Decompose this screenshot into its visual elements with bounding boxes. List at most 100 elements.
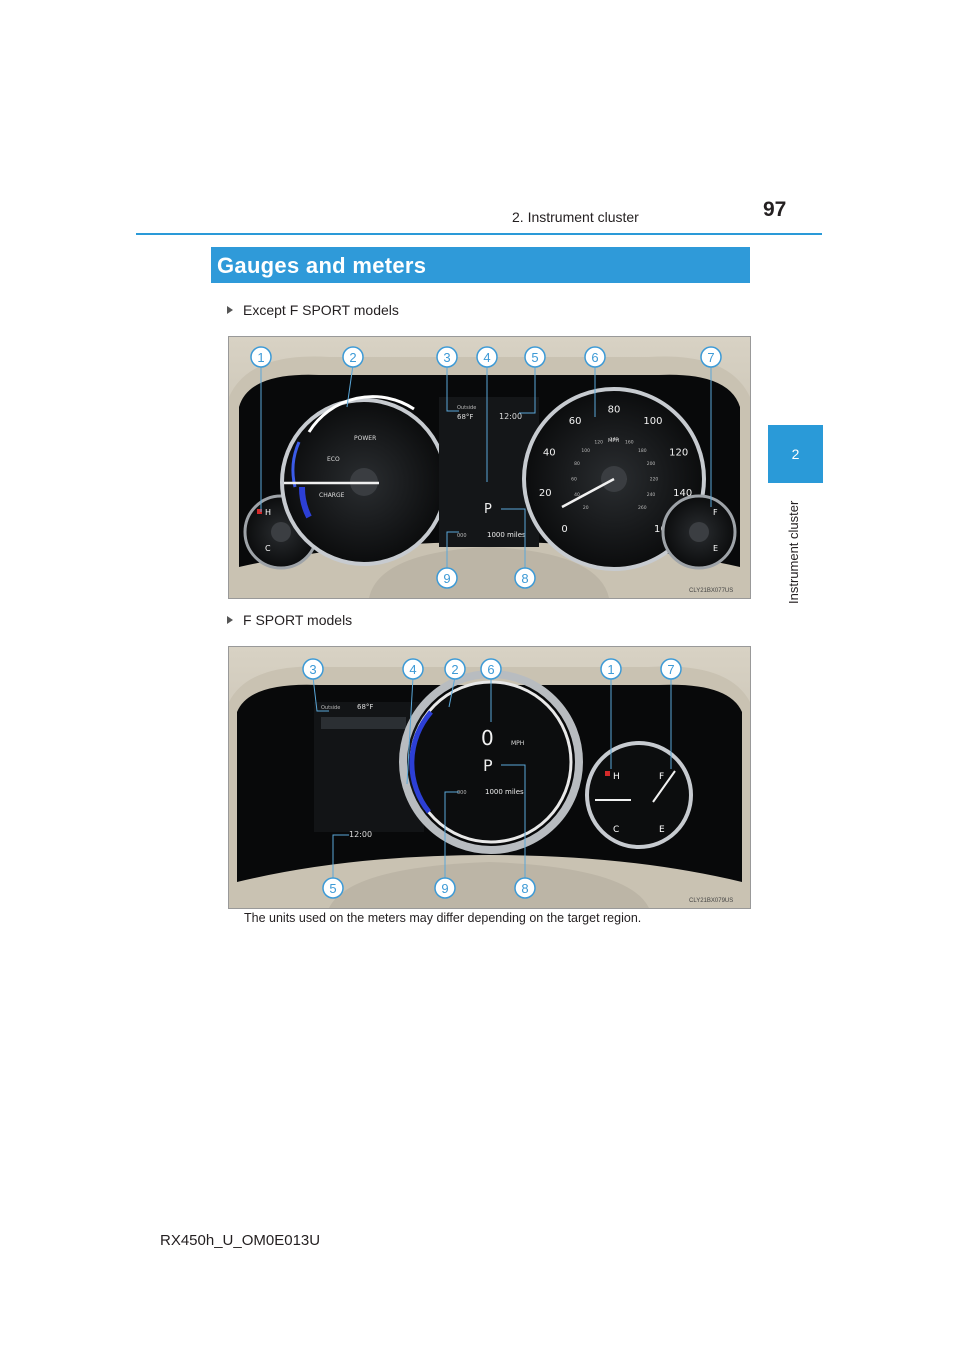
temp-fuel-gauge: H C F E [585,741,693,849]
chapter-tab-label: Instrument cluster [786,500,801,604]
eco-arc [409,710,433,814]
charge-label: CHARGE [319,492,345,499]
figure-1-image-code: CLY21BX077US [689,588,733,594]
trip-value: 000 [457,790,467,796]
fuel-f-label: F [713,508,718,517]
figure-2-image-code: CLY21BX079US [689,898,733,904]
speed-needle [561,477,615,509]
header-rule [136,233,822,235]
kmh-tick-label: 260 [638,505,647,511]
figure-2-callouts: 3 4 2 6 1 7 5 9 8 [302,658,682,899]
figure-1-caption: Except F SPORT models [227,302,399,318]
kmh-tick-label: 80 [574,461,580,467]
kmh-tick-label: 140 [610,437,619,443]
power-label: POWER [354,435,376,442]
svg-text:9: 9 [443,571,450,586]
eco-label: ECO [327,456,340,463]
mph-tick-label: 60 [569,416,582,427]
clock: 12:00 [349,830,372,839]
trip-value: 000 [457,533,467,539]
callout-1: 1 [250,346,272,368]
svg-text:1: 1 [607,662,614,677]
callout-6: 6 [480,658,502,680]
shift-position: P [483,756,493,775]
fuel-e-label: E [713,544,718,553]
callout-7: 7 [700,346,722,368]
svg-text:5: 5 [329,881,336,896]
fuel-f-label: F [659,772,664,782]
odometer: 1000 miles [485,788,524,796]
fuel-gauge: F E [661,494,737,570]
shift-position: P [484,502,492,517]
kmh-tick-label: 100 [581,448,590,454]
temp-h-label: H [265,508,271,517]
units-note: The units used on the meters may differ … [244,911,642,925]
power-meter: POWER ECO CHARGE [280,395,448,566]
mph-tick-label: 140 [673,488,692,499]
mph-tick-label: 40 [543,448,556,459]
kmh-tick-label: 180 [638,448,647,454]
figure-2-caption-text: F SPORT models [243,612,353,628]
svg-text:8: 8 [521,571,528,586]
figure-2-caption: F SPORT models [227,612,352,628]
page-number: 97 [763,198,787,221]
callout-1: 1 [600,658,622,680]
svg-text:9: 9 [441,881,448,896]
kmh-tick-label: 200 [647,461,656,467]
temp-c-label: C [613,825,619,835]
figure-2-cluster-image: Outside 68°F 12:00 0 MPH P 000 1000 mile… [228,646,751,909]
svg-text:2: 2 [349,350,356,365]
power-arc [307,395,415,433]
bullet-triangle-icon [227,616,233,624]
figure-1-leader-lines [260,364,712,570]
chapter-tab-number: 2 [791,446,800,462]
svg-text:4: 4 [409,662,416,677]
charge-arc [298,486,312,519]
mph-tick-label: 100 [643,416,662,427]
callout-8: 8 [514,877,536,899]
speed-value: 0 [481,726,494,750]
callout-2: 2 [342,346,364,368]
temp-h-label: H [613,772,620,782]
callout-5: 5 [322,877,344,899]
callout-4: 4 [402,658,424,680]
svg-text:4: 4 [483,350,490,365]
outside-temp: 68°F [357,703,373,711]
svg-text:1: 1 [257,350,264,365]
svg-text:5: 5 [531,350,538,365]
svg-text:6: 6 [487,662,494,677]
outside-label: Outside [457,405,476,411]
figure-2-leader-lines [312,676,672,879]
callout-3: 3 [302,658,324,680]
kmh-tick-label: 120 [594,440,603,446]
figure-1-caption-text: Except F SPORT models [243,302,399,318]
mph-tick-label: 120 [669,448,688,459]
chapter-tab: 2 [768,425,823,483]
clock: 12:00 [499,412,522,421]
callout-9: 9 [434,877,456,899]
callout-4: 4 [476,346,498,368]
callout-9: 9 [436,567,458,589]
fuel-e-label: E [659,825,665,835]
kmh-tick-label: 240 [647,492,656,498]
temp-c-label: C [265,544,271,553]
callout-8: 8 [514,567,536,589]
outside-label: Outside [321,705,340,711]
svg-text:8: 8 [521,881,528,896]
svg-text:3: 3 [309,662,316,677]
kmh-tick-label: 220 [650,477,659,483]
callout-5: 5 [524,346,546,368]
mph-tick-label: 0 [561,524,567,535]
svg-text:2: 2 [451,662,458,677]
bullet-triangle-icon [227,306,233,314]
mph-tick-label: 80 [608,404,621,415]
kmh-tick-label: 60 [571,477,577,483]
temp-warning-mark [257,509,262,514]
callout-6: 6 [584,346,606,368]
speed-unit: MPH [608,438,619,444]
kmh-tick-label: 40 [574,492,580,498]
svg-text:6: 6 [591,350,598,365]
kmh-tick-label: 160 [625,440,634,446]
callout-2: 2 [444,658,466,680]
svg-text:7: 7 [707,350,714,365]
